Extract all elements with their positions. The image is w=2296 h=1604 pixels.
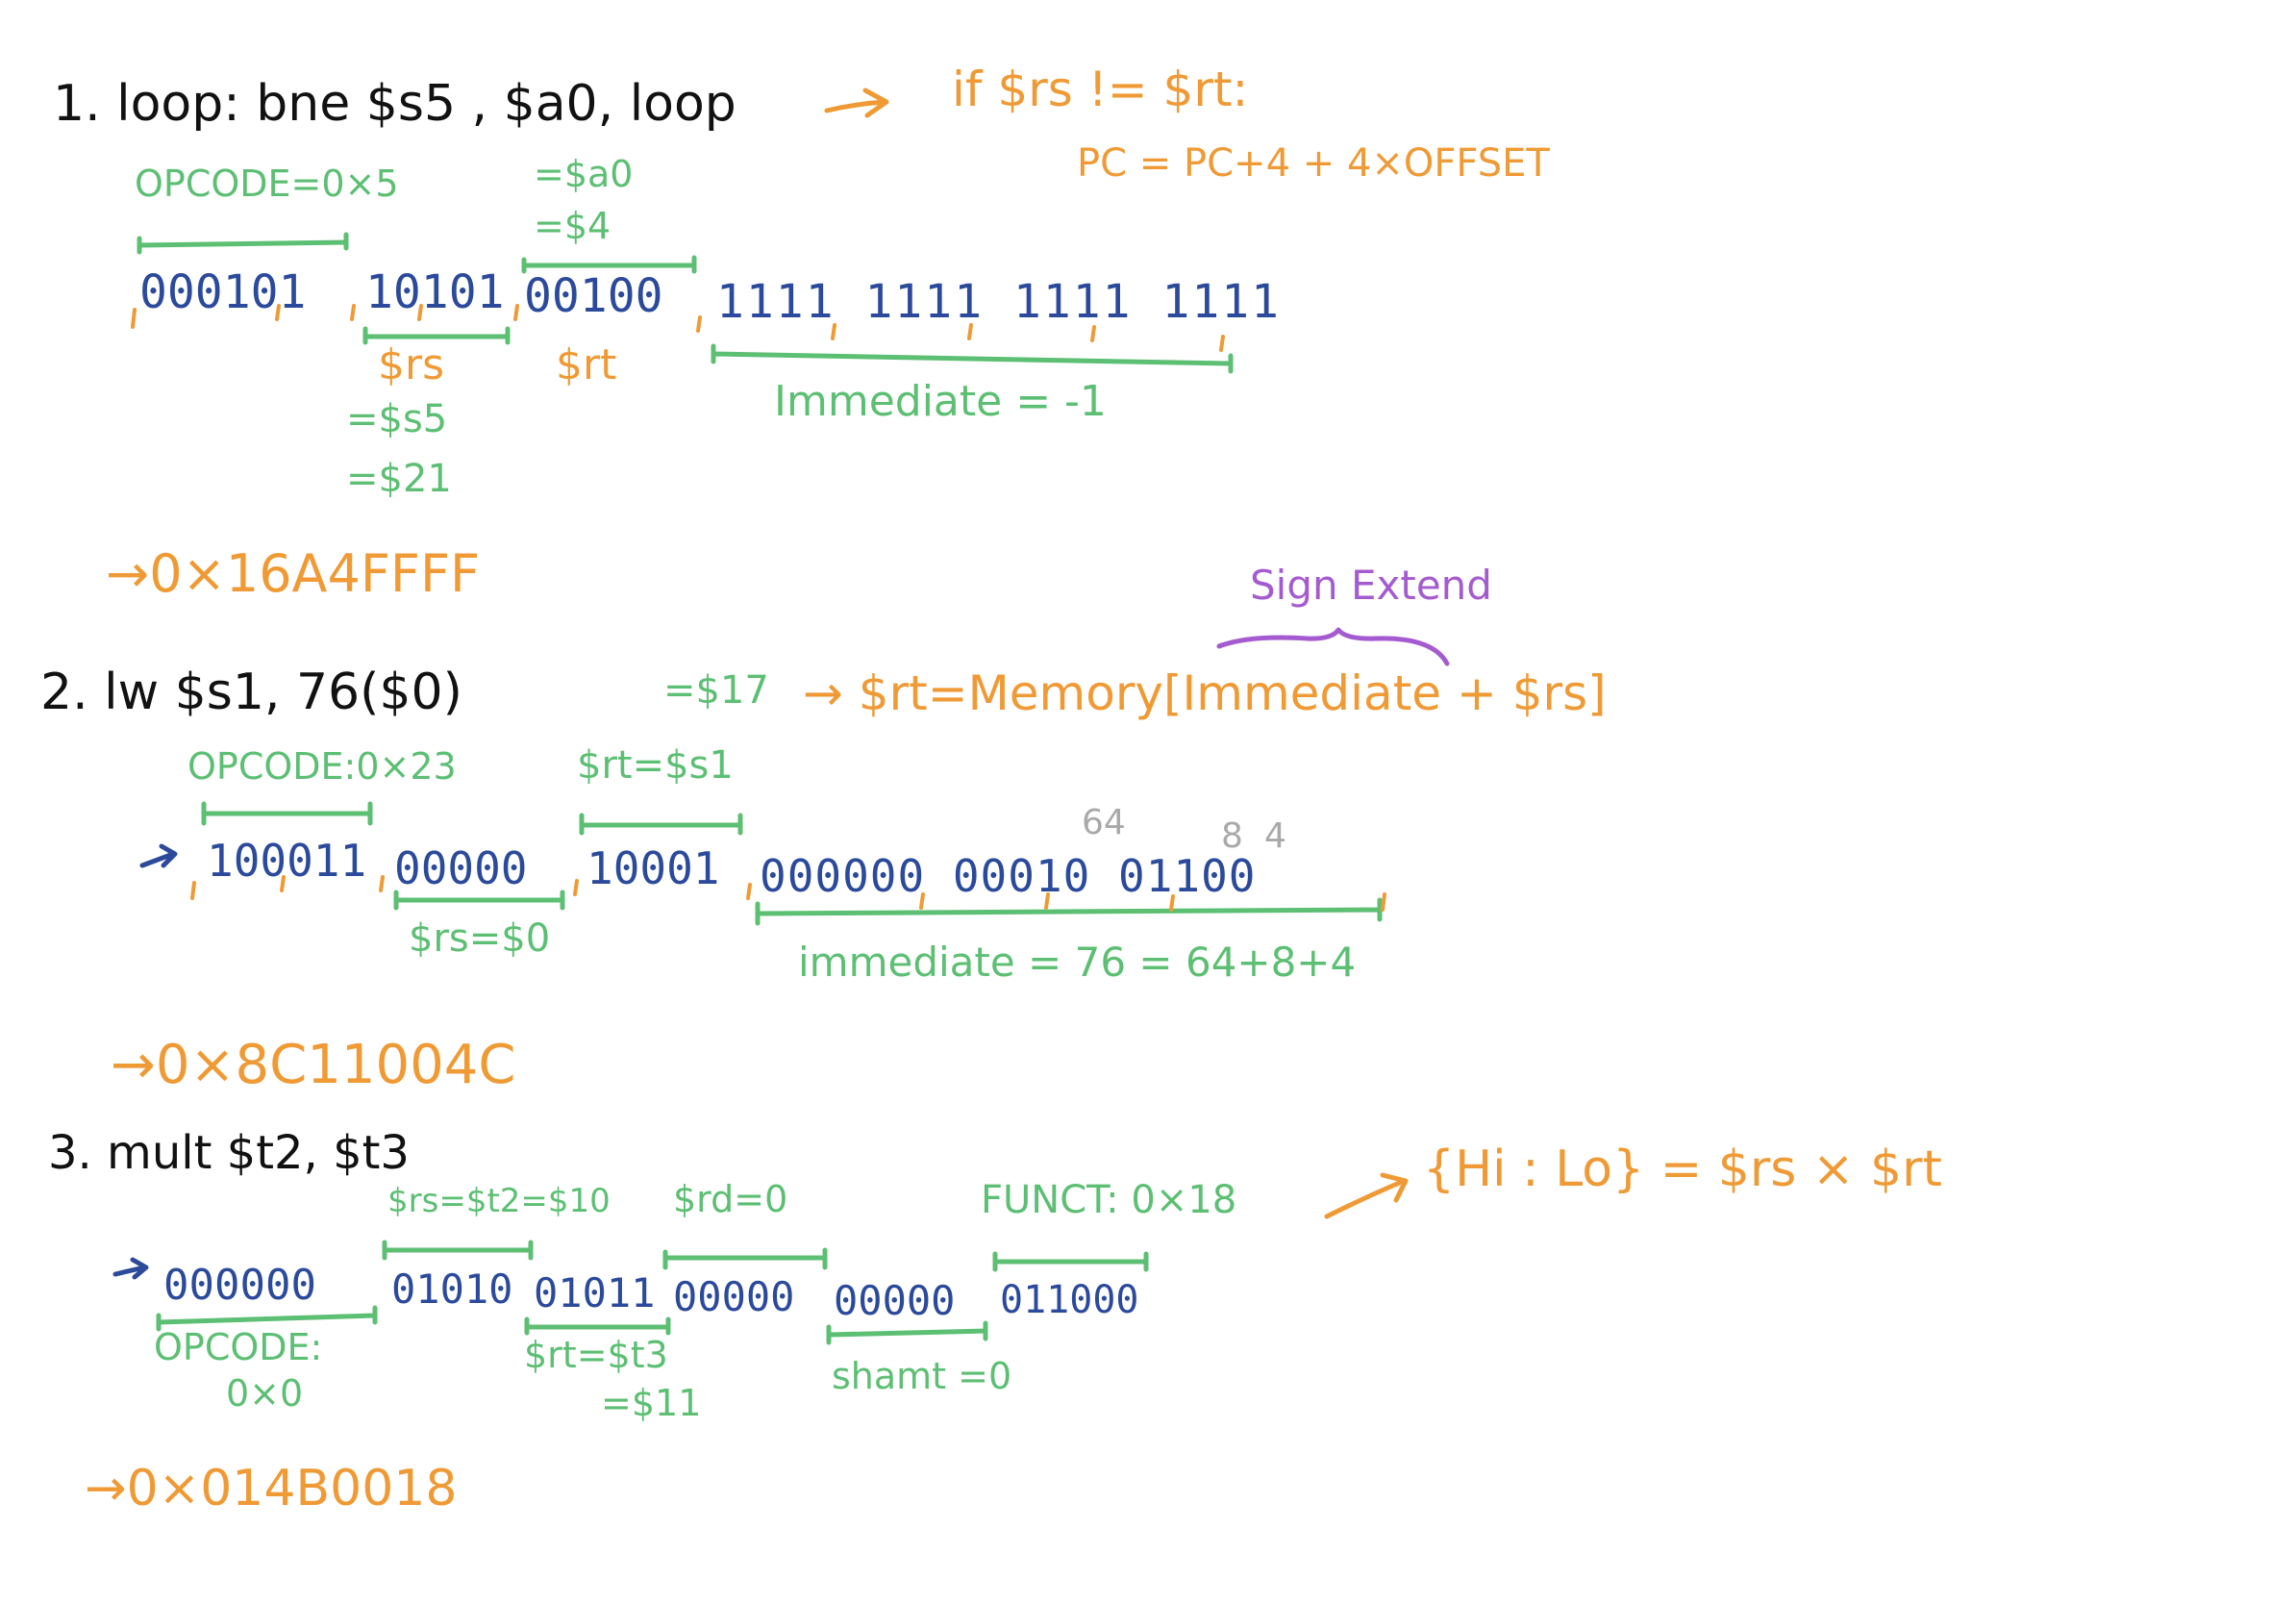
p3-instruction: 3. mult $t2, $t3 bbox=[48, 1126, 410, 1180]
p2-sign-extend-label: Sign Extend bbox=[1250, 562, 1492, 609]
p3-formula: {Hi : Lo} = $rs × $rt bbox=[1423, 1140, 1942, 1198]
p1-result: →0×16A4FFFF bbox=[106, 543, 481, 604]
p1-instruction: 1. loop: bne $s5 , $a0, loop bbox=[53, 75, 736, 133]
p2-opcode-label: OPCODE:0×23 bbox=[187, 745, 457, 788]
p1-immediate-bracket bbox=[711, 343, 1234, 374]
p2-result: →0×8C11004C bbox=[111, 1034, 516, 1096]
p1-note-pc-update: PC = PC+4 + 4×OFFSET bbox=[1077, 141, 1550, 186]
p1-opcode-label: OPCODE=0×5 bbox=[135, 163, 399, 205]
p2-formula: → $rt=Memory[Immediate + $rs] bbox=[803, 665, 1607, 721]
p2-hint-4: 4 bbox=[1264, 816, 1286, 856]
p1-opcode-bracket bbox=[137, 232, 349, 255]
p1-rt-label: $rt bbox=[556, 340, 617, 389]
p3-opcode-value: 0×0 bbox=[226, 1372, 304, 1415]
p1-note-condition: if $rs != $rt: bbox=[952, 62, 1249, 117]
p3-bits-shamt: 00000 bbox=[834, 1277, 956, 1324]
p3-bits-opcode: 000000 bbox=[163, 1261, 316, 1310]
p2-rt-label: $rt=$s1 bbox=[577, 743, 734, 788]
p3-rt-label: $rt=$t3 bbox=[524, 1334, 668, 1376]
p3-bits-rs: 01010 bbox=[391, 1266, 513, 1313]
p2-bits-rt: 10001 bbox=[586, 842, 720, 894]
p3-rd-label: $rd=0 bbox=[673, 1178, 788, 1220]
p1-bits-rt: 00100 bbox=[524, 269, 663, 323]
p2-sign-extend-brace bbox=[1216, 627, 1450, 666]
p2-hint-8: 8 bbox=[1221, 816, 1243, 856]
p3-shamt-label: shamt =0 bbox=[832, 1355, 1012, 1397]
p1-rs-alias-s5: =$s5 bbox=[346, 397, 448, 441]
p1-bits-immediate: 1111 1111 1111 1111 bbox=[716, 275, 1282, 329]
p3-rs-bracket bbox=[382, 1240, 534, 1261]
p1-rt-alias-4: =$4 bbox=[534, 205, 611, 247]
p2-immediate-bracket bbox=[755, 897, 1383, 926]
p2-bits-rs: 00000 bbox=[394, 842, 528, 894]
p3-rt-alias-11: =$11 bbox=[601, 1382, 702, 1424]
p1-rs-alias-21: =$21 bbox=[346, 457, 452, 501]
p2-immediate-label: immediate = 76 = 64+8+4 bbox=[798, 939, 1357, 986]
p1-immediate-label: Immediate = -1 bbox=[774, 377, 1107, 426]
p2-hint-64: 64 bbox=[1082, 803, 1126, 842]
p2-rt-eq-17: =$17 bbox=[663, 668, 769, 713]
p2-rt-bracket bbox=[579, 813, 743, 836]
p2-rs-bracket bbox=[393, 890, 565, 911]
p3-result: →0×014B0018 bbox=[85, 1460, 458, 1517]
p3-bits-rd: 00000 bbox=[673, 1273, 795, 1320]
p2-rs-label: $rs=$0 bbox=[409, 916, 551, 961]
p1-rt-alias-a0: =$a0 bbox=[534, 153, 634, 195]
p1-bits-rs: 10101 bbox=[365, 265, 505, 319]
p1-bits-opcode: 000101 bbox=[139, 265, 307, 319]
p2-bits-opcode: 100011 bbox=[207, 835, 367, 887]
p3-rs-label: $rs=$t2=$10 bbox=[387, 1182, 611, 1220]
p2-row-arrow-icon bbox=[139, 843, 178, 868]
p2-instruction: 2. lw $s1, 76($0) bbox=[40, 664, 462, 721]
p3-rd-bracket bbox=[662, 1247, 828, 1270]
p1-rs-label: $rs bbox=[378, 340, 445, 389]
p3-opcode-label: OPCODE: bbox=[154, 1326, 323, 1368]
p2-bits-immediate: 000000 00010 01100 bbox=[760, 850, 1257, 902]
p1-arrow-icon bbox=[824, 88, 889, 118]
p3-shamt-bracket bbox=[826, 1320, 988, 1345]
p3-funct-bracket bbox=[992, 1251, 1149, 1272]
p3-funct-label: FUNCT: 0×18 bbox=[981, 1178, 1237, 1222]
p3-row-arrow-icon bbox=[112, 1257, 149, 1280]
p3-formula-arrow-icon bbox=[1324, 1172, 1409, 1219]
p3-rt-bracket bbox=[524, 1316, 671, 1336]
p3-bits-funct: 011000 bbox=[1000, 1278, 1139, 1322]
p3-bits-rt: 01011 bbox=[534, 1269, 656, 1316]
p2-opcode-bracket bbox=[201, 801, 373, 826]
